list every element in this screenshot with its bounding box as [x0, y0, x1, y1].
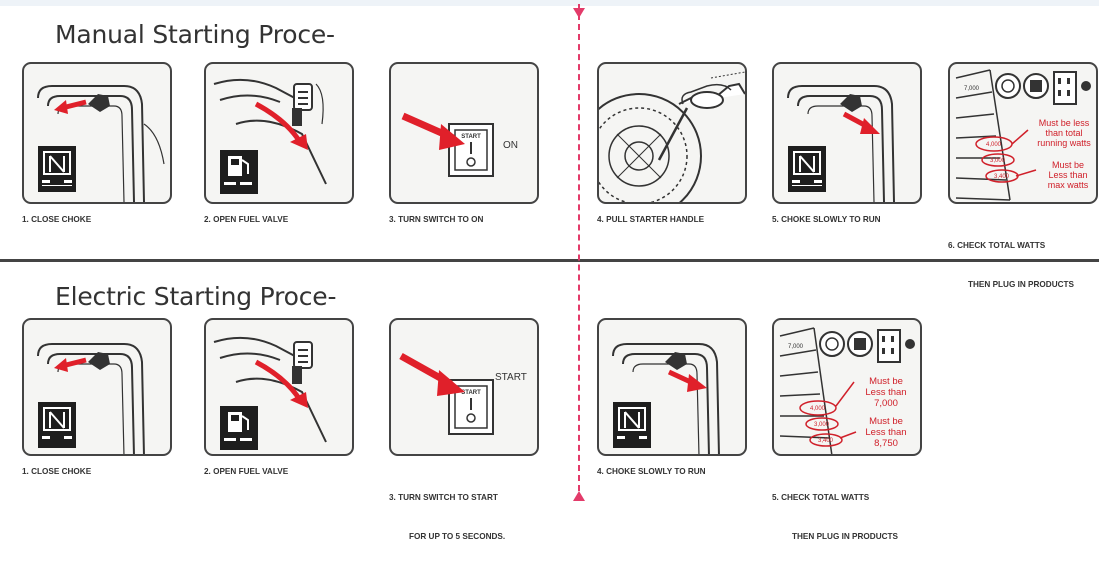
svg-text:max watts: max watts [1048, 180, 1089, 190]
running-watts-note: Must be Less than 7,000 [865, 376, 906, 409]
electric-step-3: START START 3. TURN SWITCH TO START FOR … [389, 318, 539, 569]
step-caption: 2. OPEN FUEL VALVE [204, 465, 354, 478]
check-watts-illustration: 7,000 4,000 3,000 3,400 Must be less tha… [948, 62, 1098, 204]
electric-section-title: Electric Starting Proce- [55, 282, 336, 311]
switch-on-illustration: START ON [389, 62, 539, 204]
svg-text:7,000: 7,000 [874, 398, 898, 409]
manual-step-3: START ON 3. TURN SWITCH TO ON [389, 62, 539, 226]
running-watts-note: Must be less than total running watts [1037, 118, 1091, 148]
step-caption: 1. CLOSE CHOKE [22, 465, 172, 478]
fold-marker-top [573, 8, 585, 18]
top-rule [0, 0, 1099, 6]
manual-step-5: 5. CHOKE SLOWLY TO RUN [772, 62, 922, 226]
svg-text:Less than: Less than [1048, 170, 1087, 180]
table-value: 7,000 [788, 344, 804, 350]
valve-lever-icon [292, 84, 312, 126]
caption-line-1: 5. CHECK TOTAL WATTS [772, 491, 922, 504]
max-watts-note: Must be Less than max watts [1048, 160, 1089, 190]
valve-lever-icon [292, 342, 312, 384]
switch-start-illustration: START START [389, 318, 539, 456]
table-value: 4,000 [986, 142, 1002, 148]
electric-step-2: 2. OPEN FUEL VALVE [204, 318, 354, 478]
close-choke-illustration [22, 318, 172, 456]
manual-step-2: 2. OPEN FUEL VALVE [204, 62, 354, 226]
switch-side-label: ON [503, 140, 518, 151]
caption-line-1: 3. TURN SWITCH TO START [389, 491, 539, 504]
section-divider [0, 259, 1099, 262]
pull-starter-illustration [597, 62, 747, 204]
svg-text:Less than: Less than [865, 387, 906, 398]
electric-step-4: 4. CHOKE SLOWLY TO RUN [597, 318, 747, 478]
caption-line-2: THEN PLUG IN PRODUCTS [948, 278, 1098, 291]
svg-text:Less than: Less than [865, 427, 906, 438]
outlet-icons [996, 72, 1091, 104]
step-caption: 2. OPEN FUEL VALVE [204, 213, 354, 226]
fuel-valve-illustration [204, 318, 354, 456]
manual-section-title: Manual Starting Proce- [55, 20, 335, 49]
svg-text:running watts: running watts [1037, 138, 1091, 148]
switch-start-label: START [461, 390, 481, 396]
fuel-pump-icon [220, 406, 258, 450]
table-value: 3,000 [814, 422, 830, 428]
step-caption: 3. TURN SWITCH TO START FOR UP TO 5 SECO… [389, 465, 539, 569]
svg-text:than total: than total [1045, 128, 1082, 138]
choke-run-illustration [597, 318, 747, 456]
step-caption: 4. CHOKE SLOWLY TO RUN [597, 465, 747, 478]
step-caption: 5. CHOKE SLOWLY TO RUN [772, 213, 922, 226]
step-caption: 5. CHECK TOTAL WATTS THEN PLUG IN PRODUC… [772, 465, 922, 569]
manual-step-6: 7,000 4,000 3,000 3,400 Must be less tha… [948, 62, 1098, 317]
table-value: 3,400 [818, 438, 834, 444]
manual-step-1: 1. CLOSE CHOKE [22, 62, 172, 226]
switch-side-label: START [495, 372, 527, 383]
electric-step-1: 1. CLOSE CHOKE [22, 318, 172, 478]
caption-line-2: FOR UP TO 5 SECONDS. [389, 530, 539, 543]
close-choke-illustration [22, 62, 172, 204]
manual-step-4: 4. PULL STARTER HANDLE [597, 62, 747, 226]
choke-symbol-icon [38, 146, 76, 192]
switch-start-label: START [461, 134, 481, 140]
table-value: 3,400 [994, 174, 1010, 180]
fold-line [578, 4, 580, 501]
choke-symbol-icon [38, 402, 76, 448]
svg-text:Must be: Must be [869, 376, 903, 387]
choke-symbol-icon [613, 402, 651, 448]
check-watts-illustration: 7,000 4,000 3,000 3,400 Must be Less tha… [772, 318, 922, 456]
starter-handle-icon [659, 72, 745, 160]
svg-text:Must be: Must be [869, 416, 903, 427]
caption-line-2: THEN PLUG IN PRODUCTS [772, 530, 922, 543]
table-value: 3,000 [990, 158, 1006, 164]
choke-run-illustration [772, 62, 922, 204]
svg-text:Must be less: Must be less [1039, 118, 1090, 128]
outlet-icons [820, 330, 915, 362]
electric-step-5: 7,000 4,000 3,000 3,400 Must be Less tha… [772, 318, 922, 569]
table-value: 7,000 [964, 86, 980, 92]
caption-line-1: 6. CHECK TOTAL WATTS [948, 239, 1098, 252]
table-value: 4,000 [810, 406, 826, 412]
step-caption: 3. TURN SWITCH TO ON [389, 213, 539, 226]
fuel-pump-icon [220, 150, 258, 194]
step-caption: 6. CHECK TOTAL WATTS THEN PLUG IN PRODUC… [948, 213, 1098, 317]
step-caption: 1. CLOSE CHOKE [22, 213, 172, 226]
step-caption: 4. PULL STARTER HANDLE [597, 213, 747, 226]
svg-text:8,750: 8,750 [874, 438, 898, 449]
fold-marker-bottom [573, 491, 585, 501]
fuel-valve-illustration [204, 62, 354, 204]
svg-text:Must be: Must be [1052, 160, 1084, 170]
max-watts-note: Must be Less than 8,750 [865, 416, 906, 449]
choke-symbol-icon [788, 146, 826, 192]
